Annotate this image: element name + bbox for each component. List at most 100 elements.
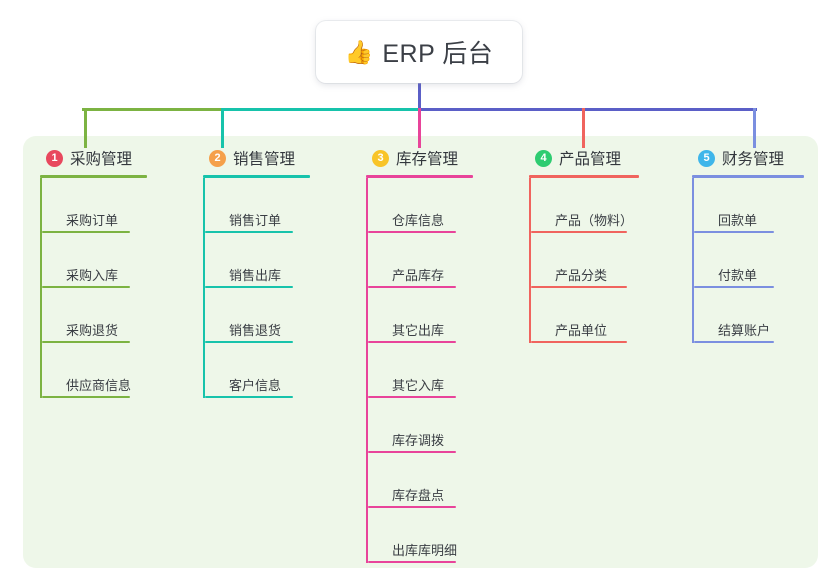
column-number-badge: 2 — [209, 149, 226, 167]
tree-leaf-item[interactable]: 产品（物料） — [529, 178, 639, 233]
connector-drop-5 — [753, 108, 756, 148]
tree-leaf-label: 其它入库 — [392, 378, 445, 393]
tree-leaf-label: 供应商信息 — [66, 378, 132, 393]
column-number-badge: 3 — [372, 149, 389, 167]
connector-drop-1 — [84, 108, 87, 148]
tree-leaf-rule — [205, 396, 293, 398]
column-tree: 销售订单销售出库销售退货客户信息 — [203, 178, 310, 398]
tree-spine — [203, 178, 205, 398]
tree-spine — [692, 178, 694, 343]
column-header-rule — [692, 175, 804, 178]
column-title: 库存管理 — [396, 151, 459, 168]
tree-leaf-item[interactable]: 采购入库 — [40, 233, 147, 288]
tree-leaf-item[interactable]: 库存调拨 — [366, 398, 473, 453]
tree-leaf-item[interactable]: 供应商信息 — [40, 343, 147, 398]
column-title: 产品管理 — [559, 151, 622, 168]
tree-leaf-rule — [368, 561, 456, 563]
tree-leaf-rule — [368, 341, 456, 343]
tree-leaf-label: 采购入库 — [66, 268, 119, 283]
column-tree: 回款单付款单结算账户 — [692, 178, 804, 343]
tree-leaf-item[interactable]: 回款单 — [692, 178, 804, 233]
tree-leaf-label: 产品分类 — [555, 268, 608, 283]
tree-leaf-item[interactable]: 产品单位 — [529, 288, 639, 343]
tree-leaf-rule — [694, 231, 774, 233]
tree-leaf-label: 销售出库 — [229, 268, 282, 283]
connector-drop-3 — [418, 108, 421, 148]
tree-leaf-item[interactable]: 其它入库 — [366, 343, 473, 398]
tree-leaf-rule — [368, 396, 456, 398]
root-node-erp-backend[interactable]: 👍 ERP 后台 — [316, 21, 522, 83]
tree-leaf-item[interactable]: 出库库明细 — [366, 508, 473, 563]
tree-leaf-rule — [531, 231, 627, 233]
column-采购管理: 1 采购管理采购订单采购入库采购退货供应商信息 — [40, 146, 147, 398]
column-header-产品管理[interactable]: 4 产品管理 — [535, 146, 639, 170]
column-销售管理: 2 销售管理销售订单销售出库销售退货客户信息 — [203, 146, 310, 398]
tree-leaf-label: 结算账户 — [718, 323, 771, 338]
root-node-title: ERP 后台 — [382, 40, 494, 68]
connector-bar-segment-teal — [222, 108, 419, 111]
tree-leaf-rule — [205, 341, 293, 343]
column-header-rule — [203, 175, 310, 178]
column-tree: 产品（物料） 产品分类产品单位 — [529, 178, 639, 343]
column-tree: 采购订单采购入库采购退货供应商信息 — [40, 178, 147, 398]
column-tree: 仓库信息产品库存其它出库其它入库库存调拨库存盘点出库库明细 — [366, 178, 473, 563]
tree-leaf-item[interactable]: 仓库信息 — [366, 178, 473, 233]
connector-bar-segment-green — [82, 108, 222, 111]
tree-leaf-rule — [694, 286, 774, 288]
tree-leaf-label: 回款单 — [718, 213, 758, 228]
column-header-采购管理[interactable]: 1 采购管理 — [46, 146, 147, 170]
tree-leaf-label: 销售订单 — [229, 213, 282, 228]
tree-leaf-label: 产品单位 — [555, 323, 608, 338]
column-number-badge: 4 — [535, 149, 552, 167]
connector-root-stem — [418, 83, 421, 111]
column-header-库存管理[interactable]: 3 库存管理 — [372, 146, 473, 170]
column-header-rule — [529, 175, 639, 178]
tree-leaf-rule — [205, 286, 293, 288]
column-产品管理: 4 产品管理产品（物料） 产品分类产品单位 — [529, 146, 639, 343]
tree-leaf-rule — [368, 506, 456, 508]
root-node-content: 👍 ERP 后台 — [345, 34, 494, 70]
tree-leaf-item[interactable]: 采购订单 — [40, 178, 147, 233]
column-number-badge: 1 — [46, 149, 63, 167]
column-库存管理: 3 库存管理仓库信息产品库存其它出库其它入库库存调拨库存盘点出库库明细 — [366, 146, 473, 563]
tree-leaf-label: 库存盘点 — [392, 488, 445, 503]
tree-leaf-rule — [42, 341, 130, 343]
column-header-rule — [366, 175, 473, 178]
tree-leaf-label: 其它出库 — [392, 323, 445, 338]
column-header-rule — [40, 175, 147, 178]
tree-spine — [40, 178, 42, 398]
tree-leaf-item[interactable]: 客户信息 — [203, 343, 310, 398]
tree-leaf-label: 产品（物料） — [555, 213, 634, 228]
columns-background-panel — [23, 136, 818, 568]
tree-leaf-item[interactable]: 库存盘点 — [366, 453, 473, 508]
tree-leaf-item[interactable]: 销售退货 — [203, 288, 310, 343]
connector-drop-2 — [221, 108, 224, 148]
tree-leaf-item[interactable]: 采购退货 — [40, 288, 147, 343]
tree-leaf-rule — [531, 286, 627, 288]
tree-leaf-rule — [205, 231, 293, 233]
tree-leaf-item[interactable]: 产品分类 — [529, 233, 639, 288]
tree-leaf-label: 客户信息 — [229, 378, 282, 393]
column-title: 销售管理 — [233, 151, 296, 168]
tree-leaf-item[interactable]: 其它出库 — [366, 288, 473, 343]
tree-leaf-item[interactable]: 付款单 — [692, 233, 804, 288]
tree-leaf-item[interactable]: 销售出库 — [203, 233, 310, 288]
thumbs-up-icon: 👍 — [344, 38, 374, 65]
tree-leaf-label: 付款单 — [718, 268, 758, 283]
tree-leaf-rule — [694, 341, 774, 343]
tree-spine — [366, 178, 368, 563]
tree-leaf-item[interactable]: 销售订单 — [203, 178, 310, 233]
column-title: 采购管理 — [70, 151, 133, 168]
tree-leaf-rule — [42, 286, 130, 288]
tree-leaf-label: 仓库信息 — [392, 213, 445, 228]
tree-leaf-label: 采购订单 — [66, 213, 119, 228]
tree-leaf-rule — [42, 231, 130, 233]
tree-leaf-rule — [368, 451, 456, 453]
tree-leaf-item[interactable]: 结算账户 — [692, 288, 804, 343]
tree-leaf-rule — [531, 341, 627, 343]
tree-leaf-label: 销售退货 — [229, 323, 282, 338]
column-header-销售管理[interactable]: 2 销售管理 — [209, 146, 310, 170]
tree-leaf-item[interactable]: 产品库存 — [366, 233, 473, 288]
